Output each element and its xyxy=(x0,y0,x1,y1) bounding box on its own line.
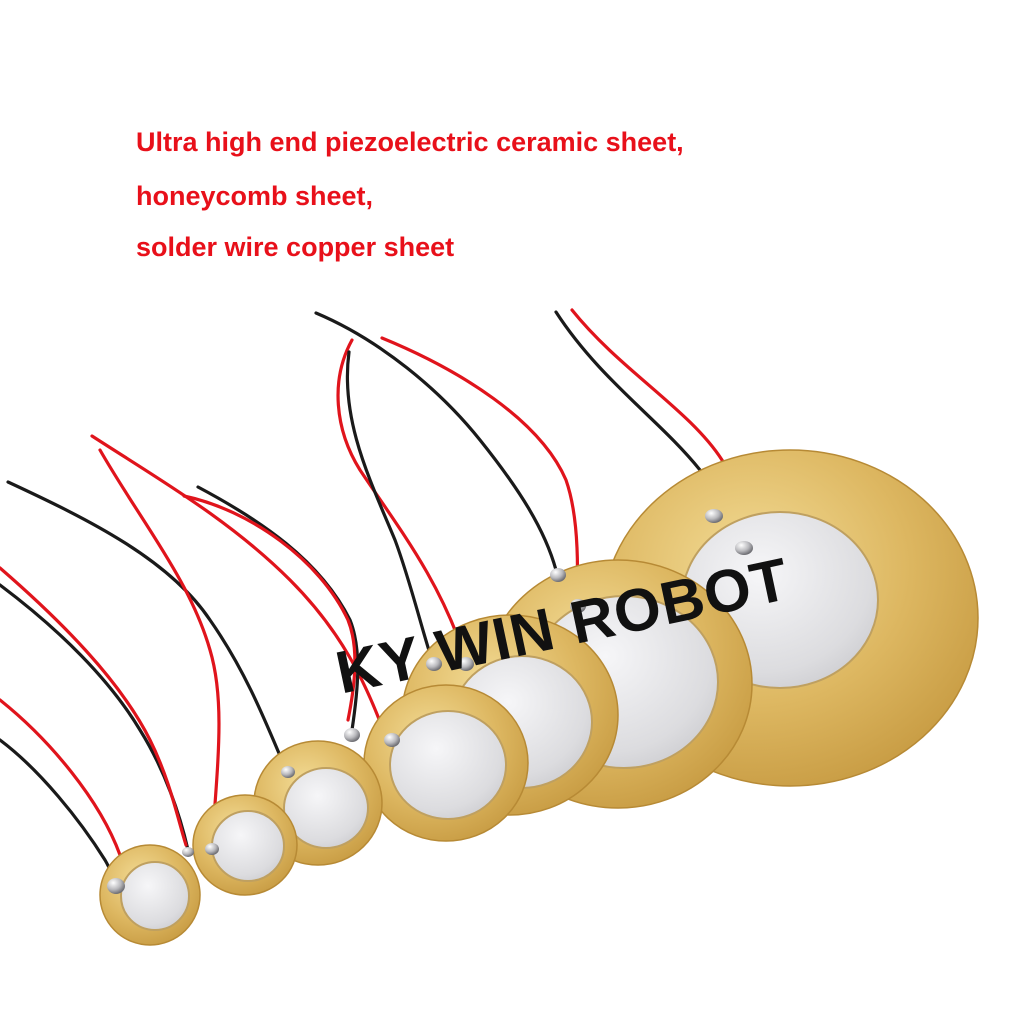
piezo-disc-xs xyxy=(99,844,201,946)
wire-red xyxy=(0,698,126,887)
wire-red xyxy=(336,338,468,662)
wire-black xyxy=(0,583,190,852)
piezo-disc-s xyxy=(182,794,298,896)
wire-red xyxy=(0,566,188,847)
wire-black xyxy=(314,311,558,572)
wire-red xyxy=(98,448,221,847)
headline-line-3: solder wire copper sheet xyxy=(136,232,455,262)
headline-line-2: honeycomb sheet, xyxy=(136,181,374,211)
wire-black xyxy=(6,480,288,772)
wire-black xyxy=(345,350,434,662)
wire-black xyxy=(0,738,115,888)
wire-red xyxy=(90,434,387,737)
headline-line-1: Ultra high end piezoelectric ceramic she… xyxy=(136,127,684,157)
wire-red xyxy=(182,494,357,722)
piezo-disc-m xyxy=(344,684,529,842)
wire-red xyxy=(380,336,580,604)
